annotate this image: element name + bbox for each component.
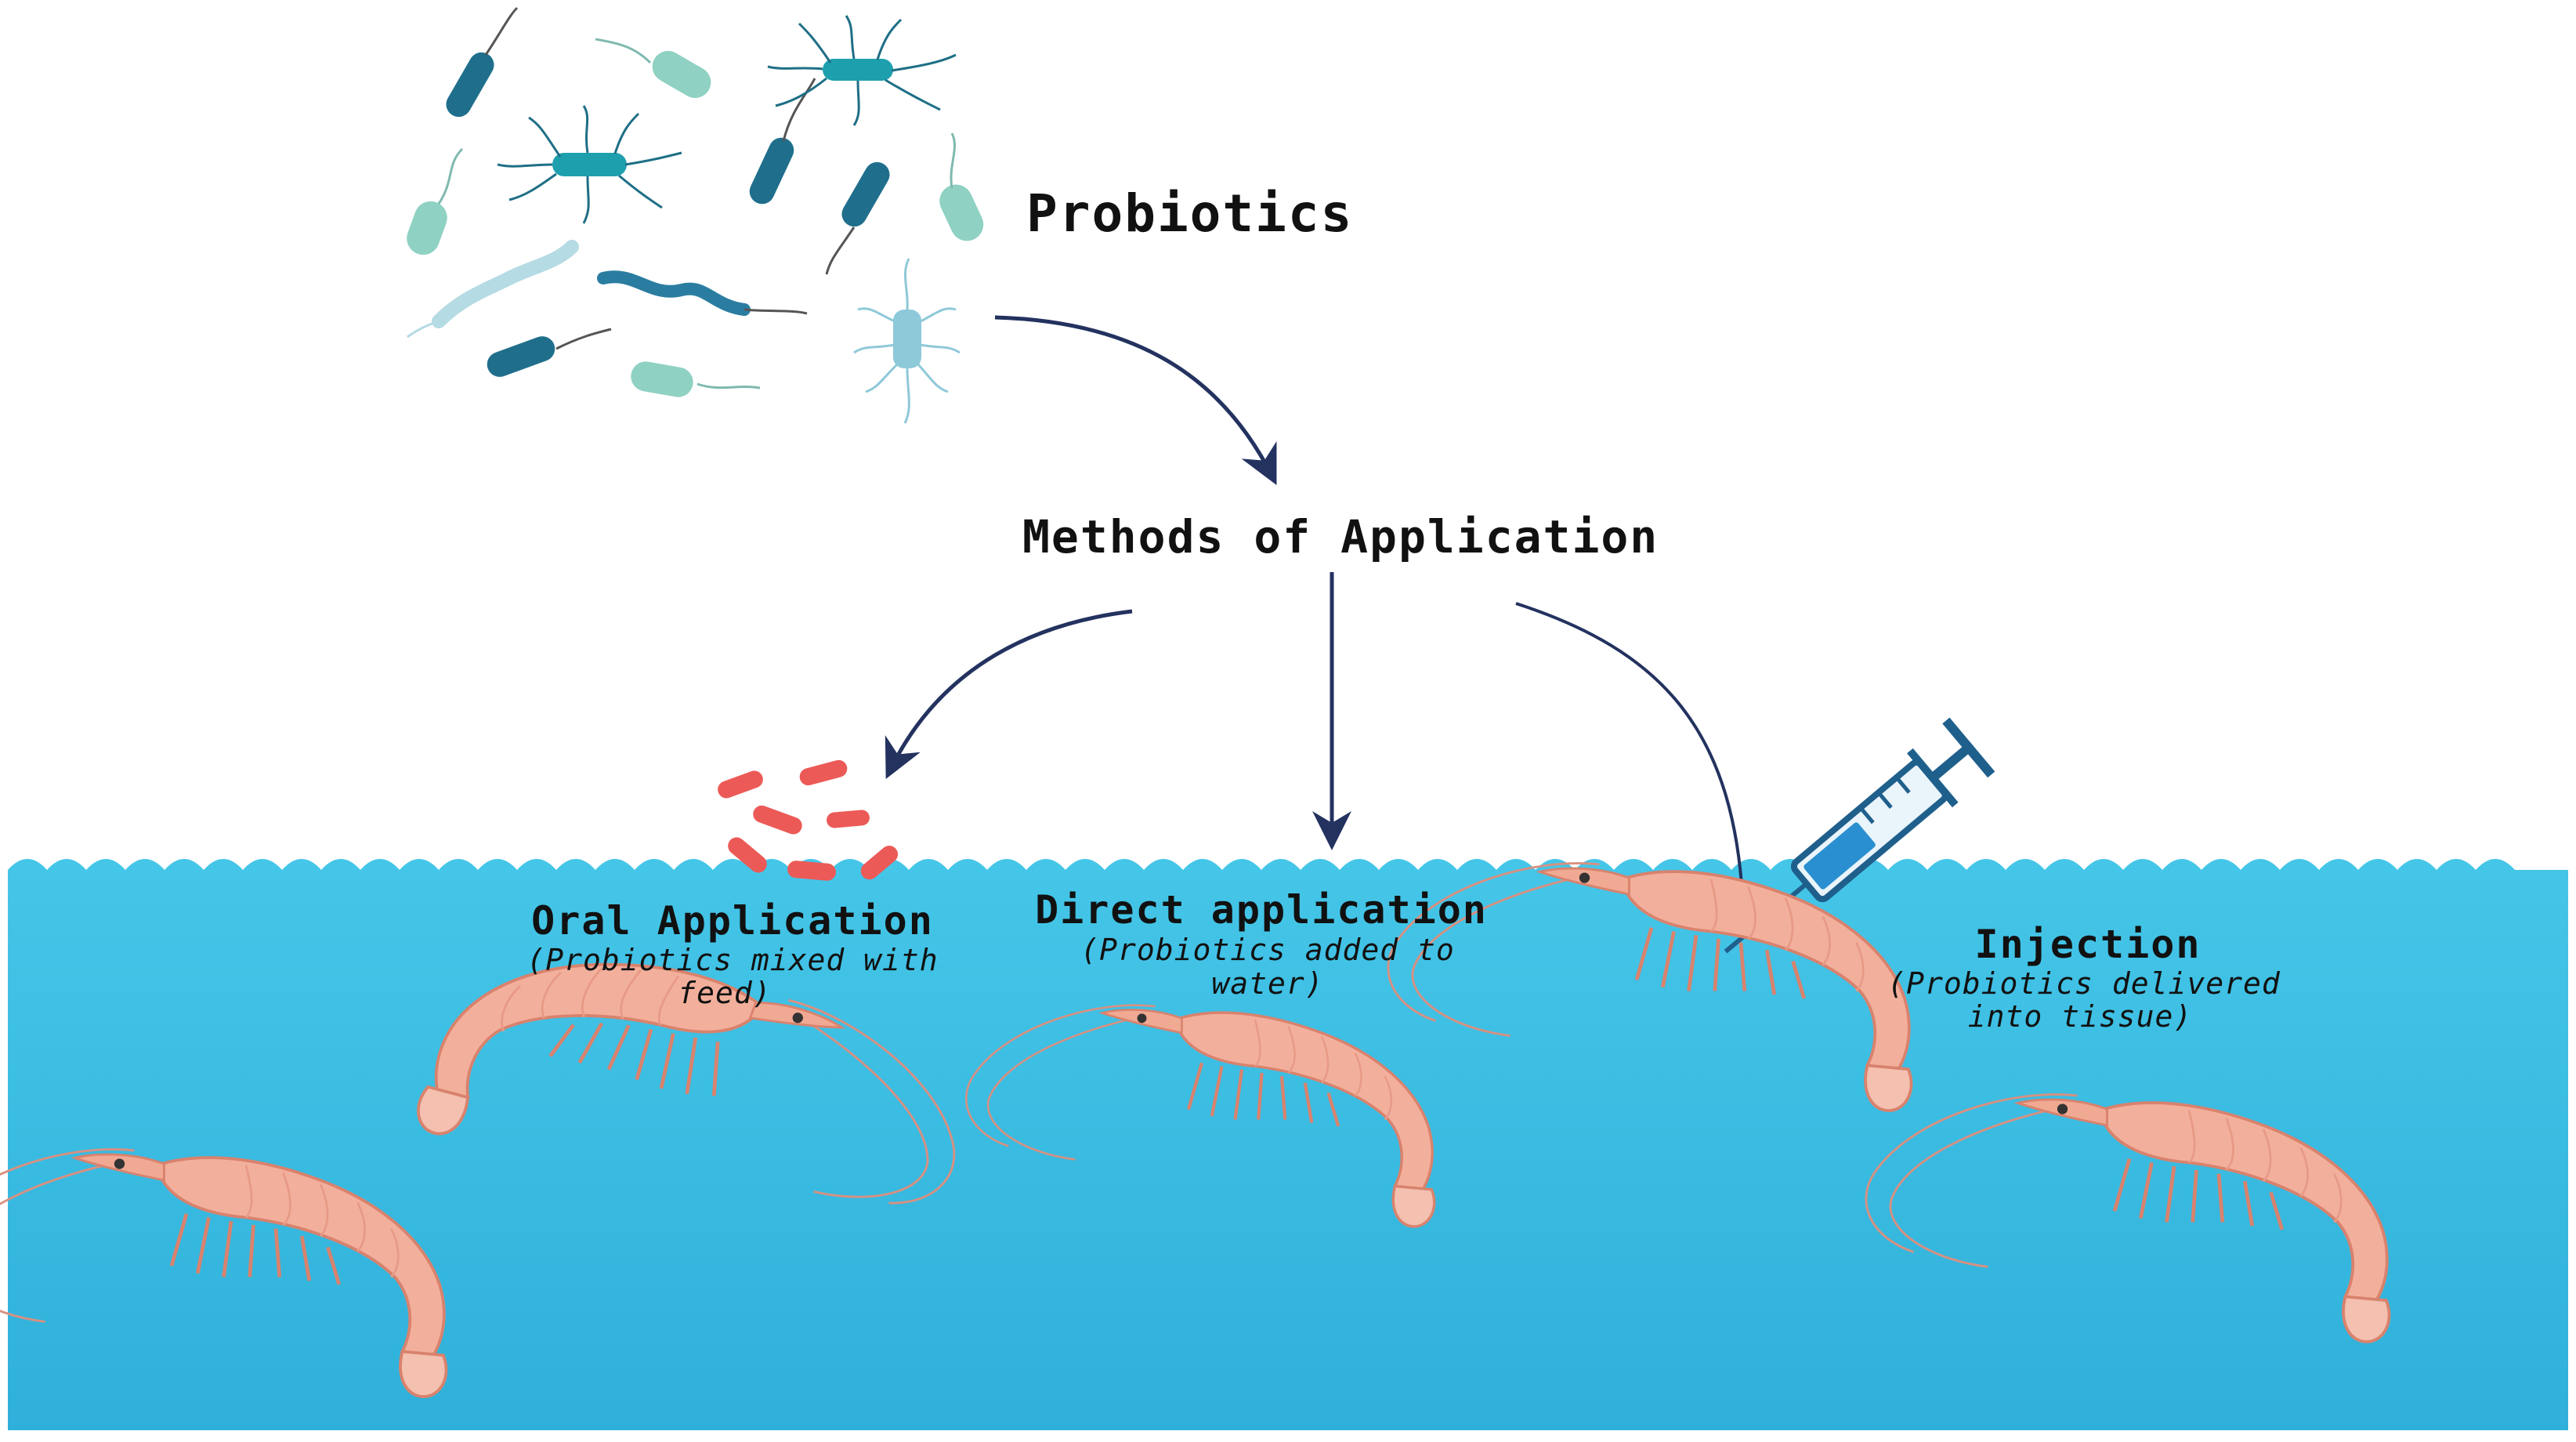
oral-label: Oral Application — [531, 898, 934, 944]
oral-note-line2: feed) — [678, 976, 771, 1010]
oral-note-line1: (Probiotics mixed with — [526, 943, 938, 977]
direct-note-line1: (Probiotics added to — [1080, 933, 1455, 967]
direct-label: Direct application — [1035, 887, 1488, 933]
direct-note-line2: water) — [1211, 966, 1323, 1001]
diagram-title: Probiotics — [1026, 183, 1353, 244]
injection-note-line2: into tissue) — [1968, 999, 2193, 1034]
injection-label: Injection — [1975, 922, 2202, 967]
arrow-to-injection — [1515, 602, 1758, 915]
hub-label: Methods of Application — [1022, 510, 1659, 563]
method-direct: Direct application (Probiotics added to … — [1035, 887, 1488, 1001]
feed-pellets-icon — [718, 759, 899, 881]
method-injection: Injection (Probiotics delivered into tis… — [1887, 922, 2281, 1034]
injection-note-line1: (Probiotics delivered — [1887, 966, 2281, 1001]
method-oral: Oral Application (Probiotics mixed with … — [526, 898, 938, 1010]
bacteria-icon — [407, 6, 984, 424]
arrow-to-oral — [885, 609, 1133, 780]
arrow-to-hub — [994, 315, 1277, 485]
